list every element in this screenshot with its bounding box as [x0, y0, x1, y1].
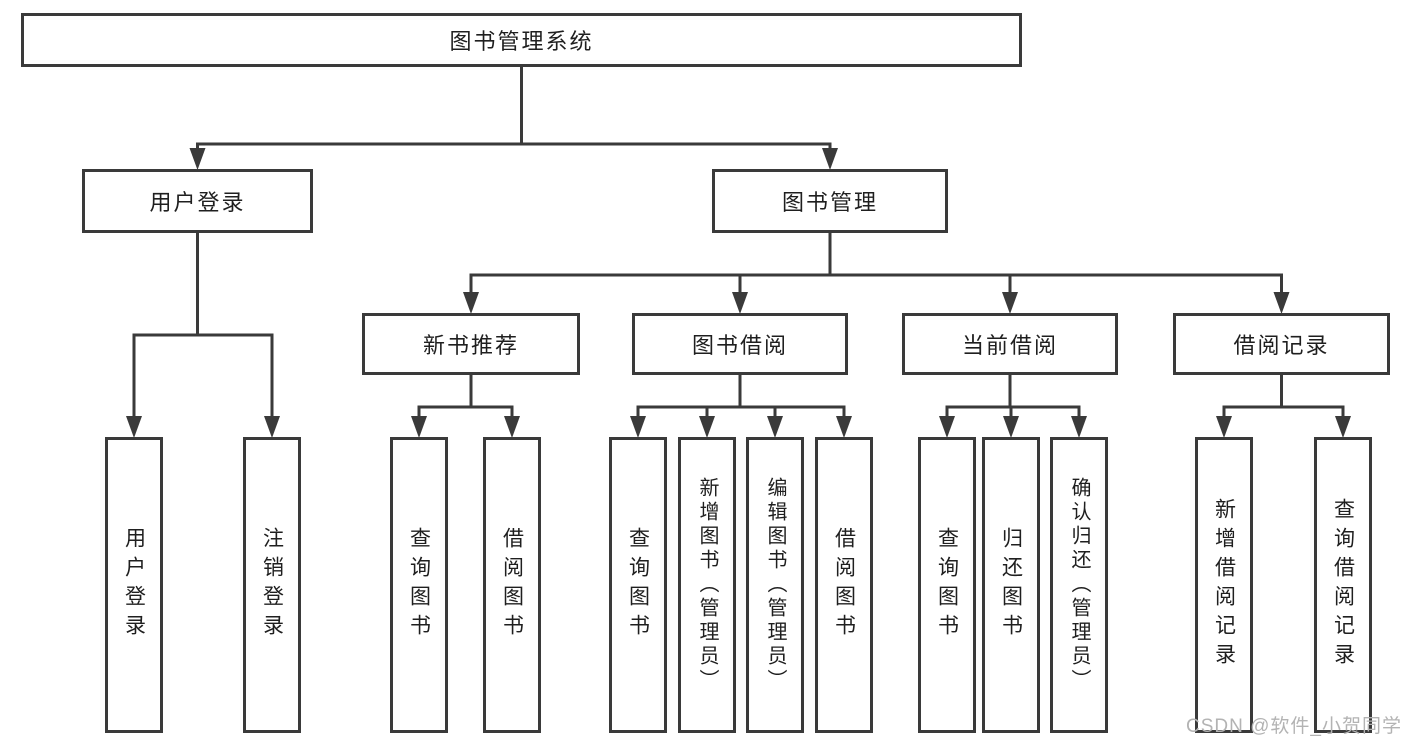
arrowhead-down-icon — [1003, 416, 1019, 438]
node-leaf-query-book-1: 查询图书 — [390, 437, 448, 733]
node-leaf-add-book: 新增图书（管理员） — [678, 437, 736, 733]
node-leaf-edit-book: 编辑图书（管理员） — [746, 437, 804, 733]
arrowhead-down-icon — [1002, 292, 1018, 314]
arrowhead-down-icon — [630, 416, 646, 438]
node-leaf-query-record: 查询借阅记录 — [1314, 437, 1372, 733]
arrowhead-down-icon — [836, 416, 852, 438]
node-leaf-borrow-book-2: 借阅图书 — [815, 437, 873, 733]
arrowhead-down-icon — [1216, 416, 1232, 438]
node-book-mgmt: 图书管理 — [712, 169, 948, 233]
arrowhead-down-icon — [822, 148, 838, 170]
node-book-borrow: 图书借阅 — [632, 313, 848, 375]
node-leaf-borrow-book-1: 借阅图书 — [483, 437, 541, 733]
node-root: 图书管理系统 — [21, 13, 1022, 67]
node-user-login: 用户登录 — [82, 169, 313, 233]
arrowhead-down-icon — [939, 416, 955, 438]
arrowhead-down-icon — [504, 416, 520, 438]
arrowhead-down-icon — [767, 416, 783, 438]
node-current-borrow: 当前借阅 — [902, 313, 1118, 375]
arrowhead-down-icon — [189, 148, 206, 170]
node-new-book-rec: 新书推荐 — [362, 313, 580, 375]
arrowhead-down-icon — [1273, 292, 1290, 314]
node-leaf-query-book-3: 查询图书 — [918, 437, 976, 733]
arrowhead-down-icon — [463, 292, 479, 314]
node-leaf-add-record: 新增借阅记录 — [1195, 437, 1253, 733]
arrowhead-down-icon — [1071, 416, 1087, 438]
arrowhead-down-icon — [699, 416, 715, 438]
node-leaf-user-login: 用户登录 — [105, 437, 163, 733]
node-leaf-query-book-2: 查询图书 — [609, 437, 667, 733]
node-leaf-confirm-return: 确认归还（管理员） — [1050, 437, 1108, 733]
arrowhead-down-icon — [411, 416, 427, 438]
node-borrow-record: 借阅记录 — [1173, 313, 1390, 375]
node-leaf-logout: 注销登录 — [243, 437, 301, 733]
arrowhead-down-icon — [264, 416, 280, 438]
watermark: CSDN @软件_小贺同学 — [1186, 716, 1402, 737]
arrowhead-down-icon — [732, 292, 748, 314]
node-leaf-return-book: 归还图书 — [982, 437, 1040, 733]
arrowhead-down-icon — [1335, 416, 1351, 438]
arrowhead-down-icon — [126, 416, 142, 438]
